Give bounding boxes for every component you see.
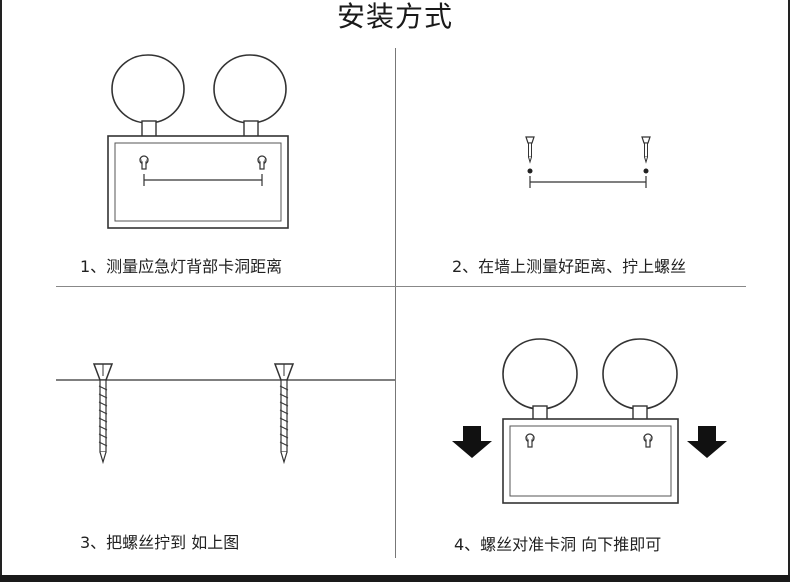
step2-caption: 2、在墙上测量好距离、拧上螺丝 — [452, 257, 687, 276]
mark-dot-right — [643, 168, 649, 174]
screw-threads — [98, 385, 289, 447]
small-screw-right — [641, 136, 651, 163]
long-screw-right — [274, 363, 294, 463]
down-arrow-right-icon — [687, 426, 727, 458]
lamp-body-inner — [509, 425, 672, 497]
lamp-head-left — [502, 338, 578, 410]
lamp-neck-right — [243, 120, 259, 138]
small-screw-left — [525, 136, 535, 163]
frame-left-border — [0, 0, 2, 576]
lamp-neck-right — [632, 405, 648, 421]
step4-caption: 4、螺丝对准卡洞 向下推即可 — [454, 535, 662, 554]
grid-horizontal-divider — [56, 286, 746, 287]
step1-caption: 1、测量应急灯背部卡洞距离 — [80, 257, 283, 276]
step4-mount-lamp-illustration — [452, 338, 727, 504]
down-arrow-left-icon — [452, 426, 492, 458]
lamp-body — [107, 135, 289, 229]
lamp-body-inner — [114, 142, 282, 222]
lamp-neck-left — [141, 120, 157, 138]
lamp-head-right — [602, 338, 678, 410]
step2-wall-screws-illustration — [525, 136, 651, 188]
long-screw-left — [93, 363, 113, 463]
lamp-body — [502, 418, 679, 504]
lamp-head-right — [213, 54, 287, 124]
frame-right-border — [788, 0, 790, 576]
page-title: 安装方式 — [336, 0, 453, 33]
step1-emergency-lamp-illustration — [107, 54, 289, 229]
frame-bottom-border — [0, 575, 790, 582]
lamp-head-left — [111, 54, 185, 124]
step3-screws-in-wall-illustration — [56, 363, 395, 463]
mark-dot-left — [527, 168, 533, 174]
grid-vertical-divider — [395, 48, 396, 558]
step3-caption: 3、把螺丝拧到 如上图 — [80, 533, 240, 552]
lamp-neck-left — [532, 405, 548, 421]
